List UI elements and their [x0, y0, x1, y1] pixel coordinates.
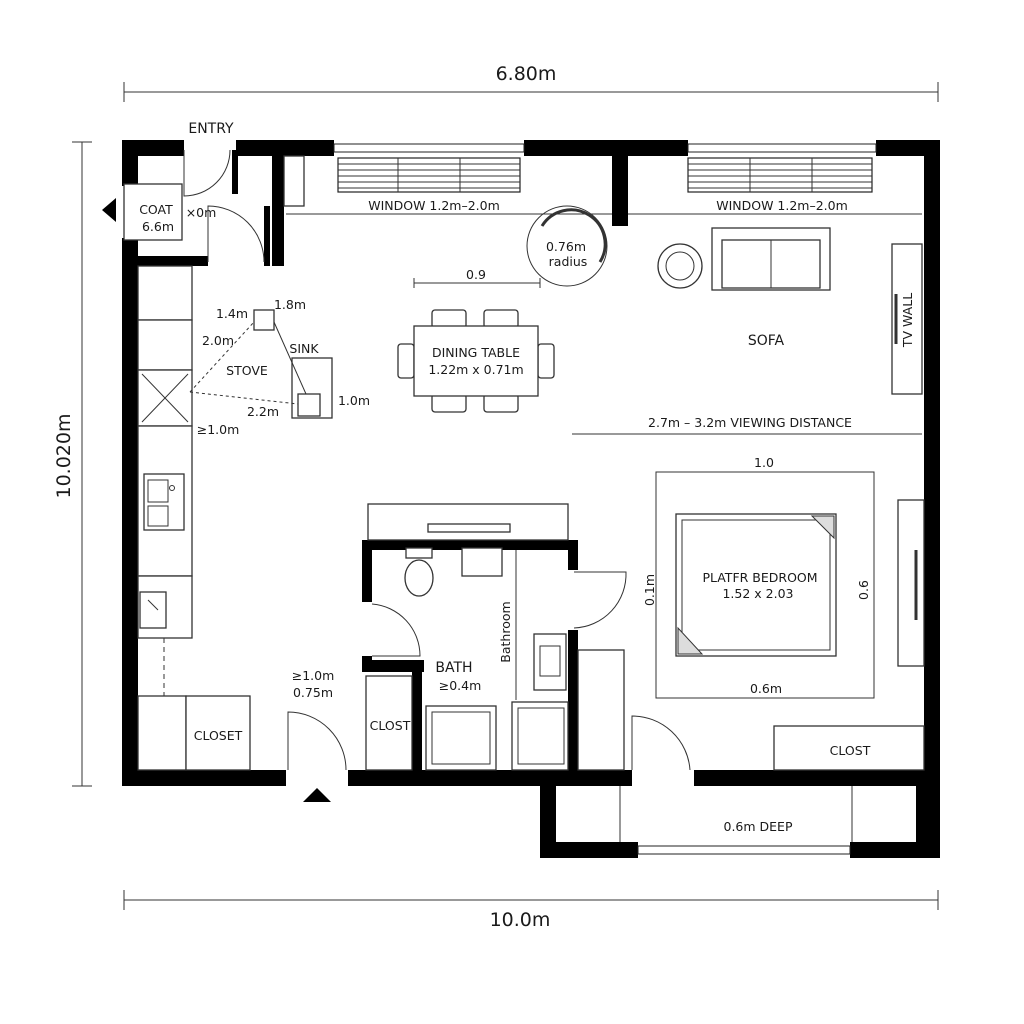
table-clearance-label: 0.9: [466, 267, 486, 282]
bedroom-exit-door-swing: [631, 715, 691, 771]
exterior-walls: [122, 140, 940, 858]
entry-door-swing: [183, 149, 231, 197]
bath-door-swing: [371, 603, 421, 657]
top-dimension-label: 6.80m: [496, 63, 557, 85]
shower: [511, 701, 569, 771]
bath-vanity: [461, 547, 503, 577]
coat-dim-b: 6.6m: [142, 219, 174, 234]
closet-mid: [365, 675, 413, 771]
kitchen-sink: [143, 473, 185, 531]
hall-cabinet: [283, 155, 305, 207]
bed-size: 1.52 x 2.03: [722, 586, 793, 601]
bed-top-clearance: 1.0: [754, 455, 774, 470]
dining-table-label: DINING TABLE: [432, 345, 520, 360]
hall-door-swing: [287, 711, 347, 771]
turning-radius-arc: [540, 208, 607, 263]
bath-dimension: ≥0.4m: [439, 678, 482, 693]
tv-wall-label: TV WALL: [900, 293, 915, 348]
triangle-1-4: 1.4m: [216, 306, 248, 321]
bedroom-clearance: [655, 471, 875, 699]
sink-label: SINK: [289, 341, 319, 356]
dining-table-size: 1.22m x 0.71m: [428, 362, 523, 377]
entry-arrow-icon: [102, 198, 116, 222]
turning-radius-circle: [526, 205, 608, 287]
dishwasher: [139, 591, 167, 629]
armchair: [657, 243, 703, 289]
hall-clearance: ≥1.0m: [292, 668, 335, 683]
coat-door-swing: [207, 205, 265, 263]
balcony: [619, 786, 853, 855]
closet-left-label: CLOSET: [194, 728, 243, 743]
bed-left-clearance: 0.1m: [642, 574, 657, 606]
window-right-label: WINDOW 1.2m–2.0m: [716, 198, 848, 213]
bathroom-vertical-label: Bathroom: [498, 601, 513, 662]
viewing-distance-label: 2.7m – 3.2m VIEWING DISTANCE: [648, 415, 852, 430]
bedroom-door-swing: [573, 571, 627, 629]
stove-label: STOVE: [226, 363, 268, 378]
entry-label: ENTRY: [188, 121, 234, 137]
closet-right-label: CLOST: [830, 743, 871, 758]
closet-mid-label: CLOST: [370, 718, 411, 733]
window-left: [333, 143, 525, 193]
hall-door-width: 0.75m: [293, 685, 333, 700]
sofa-label: SOFA: [748, 333, 785, 349]
platform-bed: [675, 513, 837, 657]
left-dimension-label: 10.020m: [53, 414, 75, 499]
closet-right: [773, 725, 925, 771]
closet-left: [137, 695, 251, 771]
bed-bottom-clearance: 0.6m: [750, 681, 782, 696]
work-triangle: [189, 309, 333, 419]
toilet: [404, 547, 434, 597]
bath-label: BATH: [435, 660, 472, 676]
bedroom-wardrobe: [577, 649, 625, 771]
bedroom-label: PLATFR BEDROOM: [702, 570, 817, 585]
radius-word: radius: [549, 254, 588, 269]
triangle-2-0: 2.0m: [202, 333, 234, 348]
balcony-depth-label: 0.6m DEEP: [724, 819, 793, 834]
bedroom-tv: [897, 499, 925, 667]
coat-closet: [123, 183, 183, 241]
coat-label: COAT: [139, 202, 173, 217]
bathtub: [425, 705, 497, 771]
dining-table: [413, 325, 539, 397]
triangle-1-0: 1.0m: [338, 393, 370, 408]
bottom-dimension-line: [123, 890, 939, 910]
interior-walls: [122, 150, 628, 772]
top-dimension-line: [123, 82, 939, 102]
bed-right-clearance: 0.6: [856, 580, 871, 600]
triangle-1-8: 1.8m: [274, 297, 306, 312]
radius-value: 0.76m: [546, 239, 586, 254]
entrance-arrow-icon: [303, 788, 331, 802]
triangle-2-2: 2.2m: [247, 404, 279, 419]
bathroom-counter: [367, 503, 569, 541]
window-right: [687, 143, 877, 193]
left-dimension-line: [72, 141, 92, 787]
window-left-label: WINDOW 1.2m–2.0m: [368, 198, 500, 213]
sofa: [711, 227, 831, 291]
coat-dim-a: ×0m: [186, 205, 217, 220]
bath-sink: [533, 633, 567, 691]
bottom-dimension-label: 10.0m: [490, 909, 551, 931]
kitchen-clearance: ≥1.0m: [197, 422, 240, 437]
